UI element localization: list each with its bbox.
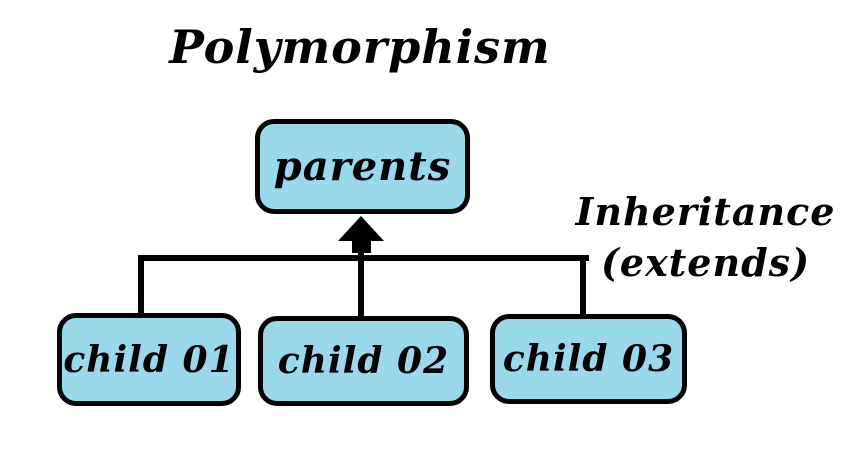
diagram-title: Polymorphism (169, 20, 551, 74)
inheritance-annotation: Inheritance (extends) (558, 186, 853, 289)
inheritance-annotation-line2: (extends) (600, 240, 811, 286)
arrow-up-stem (352, 239, 371, 253)
child-node-03: child 03 (490, 314, 687, 404)
child-node-02: child 02 (258, 316, 469, 406)
connector-child1-vertical-line (138, 255, 144, 315)
parent-node-label: parents (273, 143, 452, 190)
inheritance-annotation-line1: Inheritance (575, 189, 836, 234)
parent-node: parents (255, 119, 470, 214)
connector-child2-vertical-line (358, 246, 364, 318)
child-node-01-label: child 01 (63, 338, 235, 381)
connector-child3-vertical-line (580, 255, 586, 316)
child-node-03-label: child 03 (502, 338, 675, 380)
child-node-02-label: child 02 (277, 340, 450, 382)
child-node-01: child 01 (57, 313, 241, 406)
arrow-up-icon (338, 216, 384, 241)
